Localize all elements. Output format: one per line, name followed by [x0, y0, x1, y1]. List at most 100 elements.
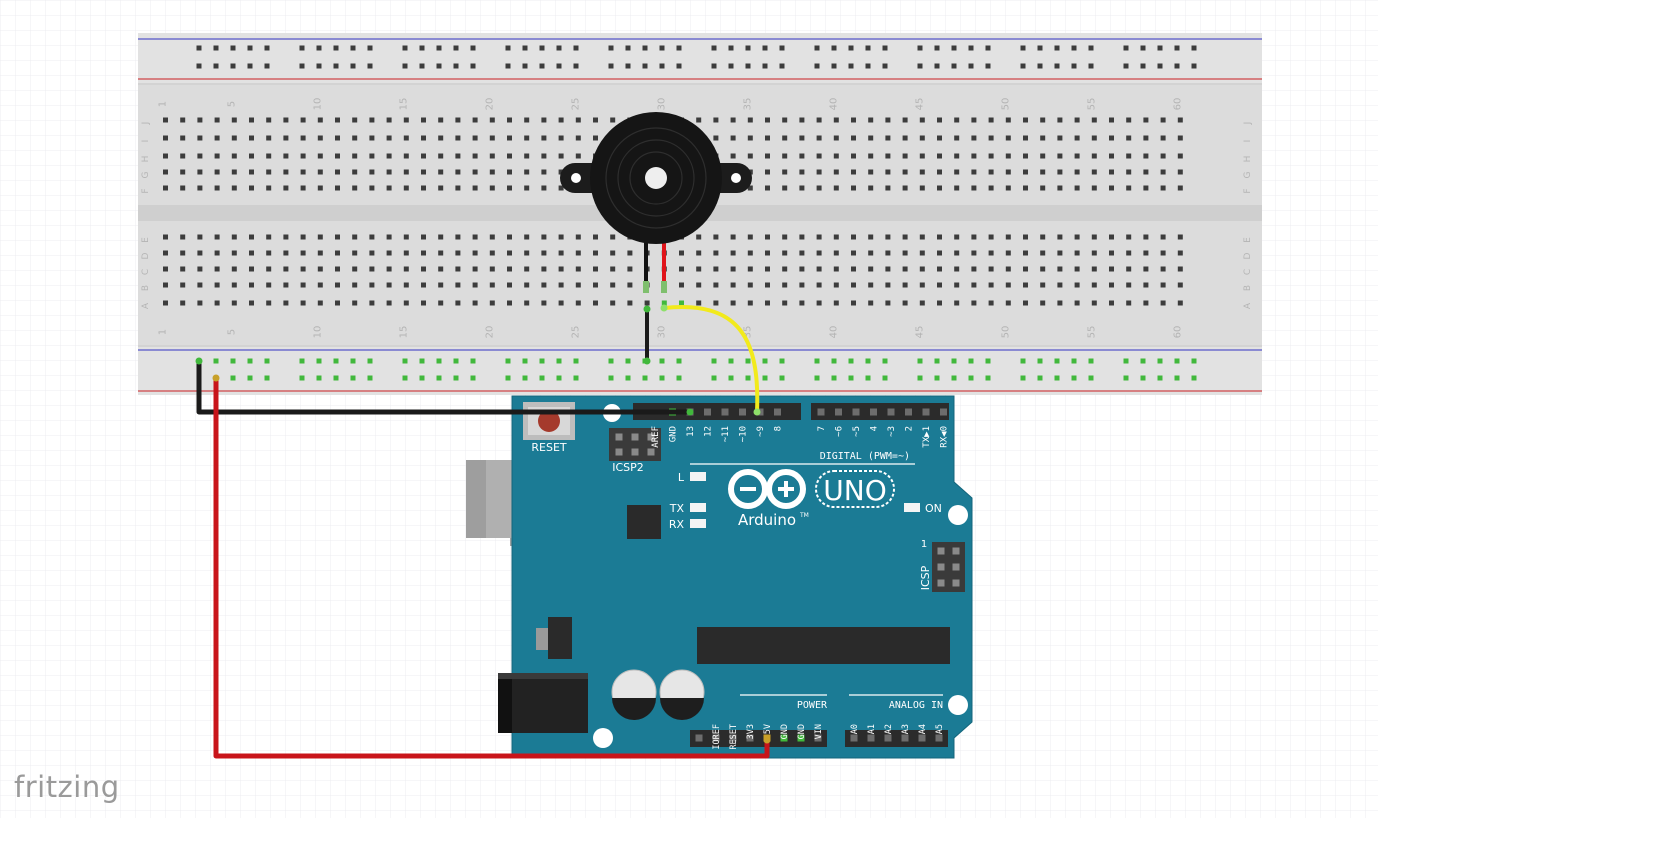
breadboard-hole — [593, 117, 598, 123]
breadboard-hole — [283, 185, 289, 191]
arduino-trademark: TM — [799, 512, 809, 519]
wire-black-gnd[interactable] — [196, 361, 690, 415]
header-pin[interactable] — [615, 433, 623, 441]
header-pin[interactable] — [850, 734, 858, 742]
breadboard-hole — [610, 266, 616, 272]
header-pin[interactable] — [746, 734, 754, 742]
header-pin[interactable] — [887, 408, 895, 416]
led-rx-label: RX — [669, 518, 685, 531]
breadboard-hole — [1040, 282, 1046, 288]
breadboard-hole — [851, 169, 856, 175]
breadboard-hole — [453, 63, 459, 69]
breadboard-hole — [231, 117, 237, 123]
breadboard-hole — [676, 45, 682, 51]
header-pin[interactable] — [935, 734, 943, 742]
header-pin[interactable] — [952, 547, 960, 555]
header-pin[interactable] — [867, 734, 875, 742]
header-pin[interactable] — [940, 408, 947, 416]
header-pin[interactable] — [901, 734, 909, 742]
pin-label: 5V — [763, 724, 773, 734]
breadboard-hole — [1143, 185, 1149, 191]
header-pin[interactable] — [739, 408, 746, 416]
header-pin[interactable] — [870, 408, 877, 416]
reset-button-cap[interactable] — [538, 410, 560, 432]
header-pin[interactable] — [835, 408, 842, 416]
icsp2-pins — [615, 433, 655, 456]
header-pin[interactable] — [797, 734, 805, 742]
header-pin[interactable] — [884, 734, 892, 742]
breadboard-hole — [971, 234, 977, 240]
breadboard-hole — [369, 169, 375, 175]
breadboard-hole — [762, 63, 768, 69]
header-pin[interactable] — [852, 408, 860, 416]
breadboard-hole — [1071, 358, 1077, 364]
breadboard-hole — [1057, 135, 1063, 141]
header-pin[interactable] — [952, 579, 960, 587]
header-pin[interactable] — [615, 448, 623, 456]
breadboard-hole — [902, 266, 908, 272]
header-pin[interactable] — [922, 408, 930, 416]
header-pin[interactable] — [780, 734, 788, 742]
icsp-header — [932, 542, 965, 592]
breadboard-hole — [1071, 375, 1077, 381]
header-pin[interactable] — [712, 734, 720, 742]
breadboard-hole — [524, 300, 530, 306]
breadboard-hole — [283, 300, 289, 306]
header-pin[interactable] — [905, 408, 912, 416]
breadboard-hole — [1160, 153, 1166, 159]
header-pin[interactable] — [631, 433, 639, 441]
breadboard-hole — [1109, 234, 1114, 240]
breadboard-hole — [266, 282, 272, 288]
header-pin[interactable] — [937, 563, 945, 571]
pin-label: GND — [669, 426, 679, 442]
breadboard-hole — [988, 234, 994, 240]
breadboard-hole — [659, 375, 665, 381]
breadboard-hole — [1023, 169, 1028, 175]
breadboard-hole — [335, 153, 340, 159]
wire-red-5v[interactable] — [213, 378, 770, 759]
pin-label: TX▶1 — [922, 426, 932, 448]
header-pin[interactable] — [817, 408, 825, 416]
breadboard-hole — [765, 153, 770, 159]
piezo-buzzer[interactable] — [560, 112, 752, 293]
breadboard-hole — [885, 282, 891, 288]
header-pin[interactable] — [937, 579, 945, 587]
header-pin[interactable] — [647, 433, 655, 441]
header-pin[interactable] — [774, 408, 781, 416]
breadboard-hole — [816, 250, 822, 256]
breadboard-hole — [403, 282, 409, 288]
breadboard-hole — [369, 266, 375, 272]
breadboard-hole — [799, 250, 805, 256]
breadboard-hole — [403, 153, 409, 159]
header-pin[interactable] — [937, 547, 945, 555]
breadboard-hole — [352, 185, 358, 191]
breadboard-hole — [1157, 63, 1163, 69]
header-pin[interactable] — [918, 734, 926, 742]
header-pin[interactable] — [631, 448, 639, 456]
header-pin[interactable] — [729, 734, 737, 742]
breadboard-hole — [765, 282, 770, 288]
breadboard-hole — [333, 358, 339, 364]
wire-yellow-signal[interactable] — [662, 305, 760, 414]
breadboard-hole — [782, 282, 788, 288]
header-pin[interactable] — [952, 563, 960, 571]
header-pin[interactable] — [695, 734, 703, 742]
header-pin[interactable] — [647, 448, 655, 456]
breadboard-row-label: G — [1243, 171, 1253, 178]
mounting-hole — [948, 505, 968, 525]
breadboard-hole — [369, 250, 375, 256]
breadboard-hole — [934, 358, 940, 364]
breadboard-hole — [489, 300, 495, 306]
breadboard-hole — [1160, 117, 1166, 123]
breadboard-hole — [1091, 234, 1097, 240]
breadboard-hole — [730, 135, 736, 141]
header-pin[interactable] — [814, 734, 822, 742]
breadboard-hole — [1074, 234, 1080, 240]
breadboard-hole — [264, 358, 270, 364]
breadboard-hole — [779, 63, 785, 69]
breadboard-row-label: B — [1243, 285, 1253, 291]
header-pin[interactable] — [704, 408, 711, 416]
breadboard-hole — [1160, 185, 1166, 191]
header-pin[interactable] — [721, 408, 729, 416]
